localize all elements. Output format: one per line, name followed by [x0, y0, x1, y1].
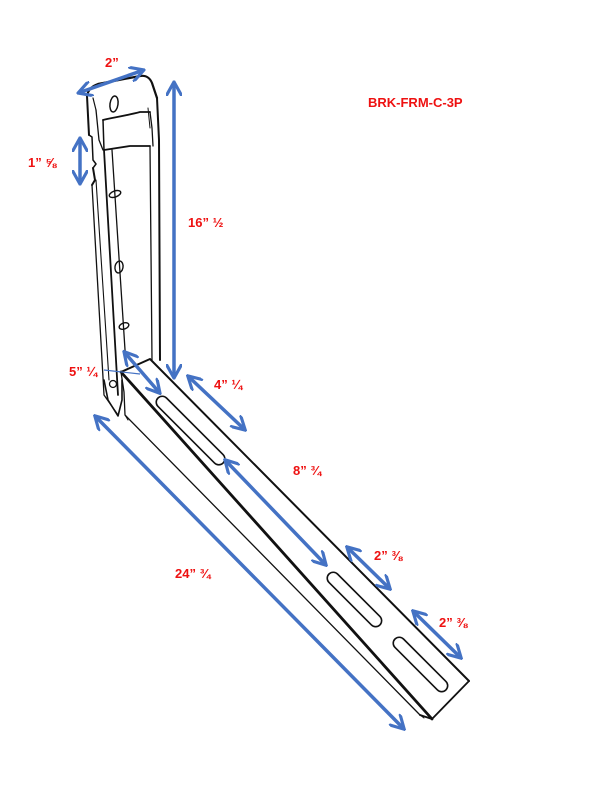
- dim-label-top-slot-height: 1” ⅝: [28, 155, 57, 170]
- dim-label-vertical-height: 16” ½: [188, 215, 224, 230]
- leader-line-arm-width: [103, 369, 141, 375]
- dim-label-first-slot-offset: 4” ¼: [214, 377, 243, 392]
- vertical-upright: [85, 74, 161, 417]
- dim-arrow-arm-width: [126, 354, 158, 391]
- dim-label-top-width: 2”: [105, 55, 119, 70]
- part-number-title: BRK-FRM-C-3P: [368, 95, 463, 110]
- dim-label-arm-length: 24” ¾: [175, 566, 211, 581]
- horizontal-arm: [119, 358, 470, 721]
- dim-label-slot-spacing: 8” ¾: [293, 463, 322, 478]
- dim-arrow-top-width: [81, 71, 141, 92]
- dim-arrow-arm-length: [97, 418, 402, 727]
- dimension-arrows: [80, 71, 459, 727]
- dim-label-second-slot-length: 2” ⅜: [374, 548, 403, 563]
- dim-arrow-third-slot-length: [415, 613, 459, 656]
- dim-label-third-slot-length: 2” ⅜: [439, 615, 468, 630]
- dim-label-arm-width: 5” ¼: [69, 364, 98, 379]
